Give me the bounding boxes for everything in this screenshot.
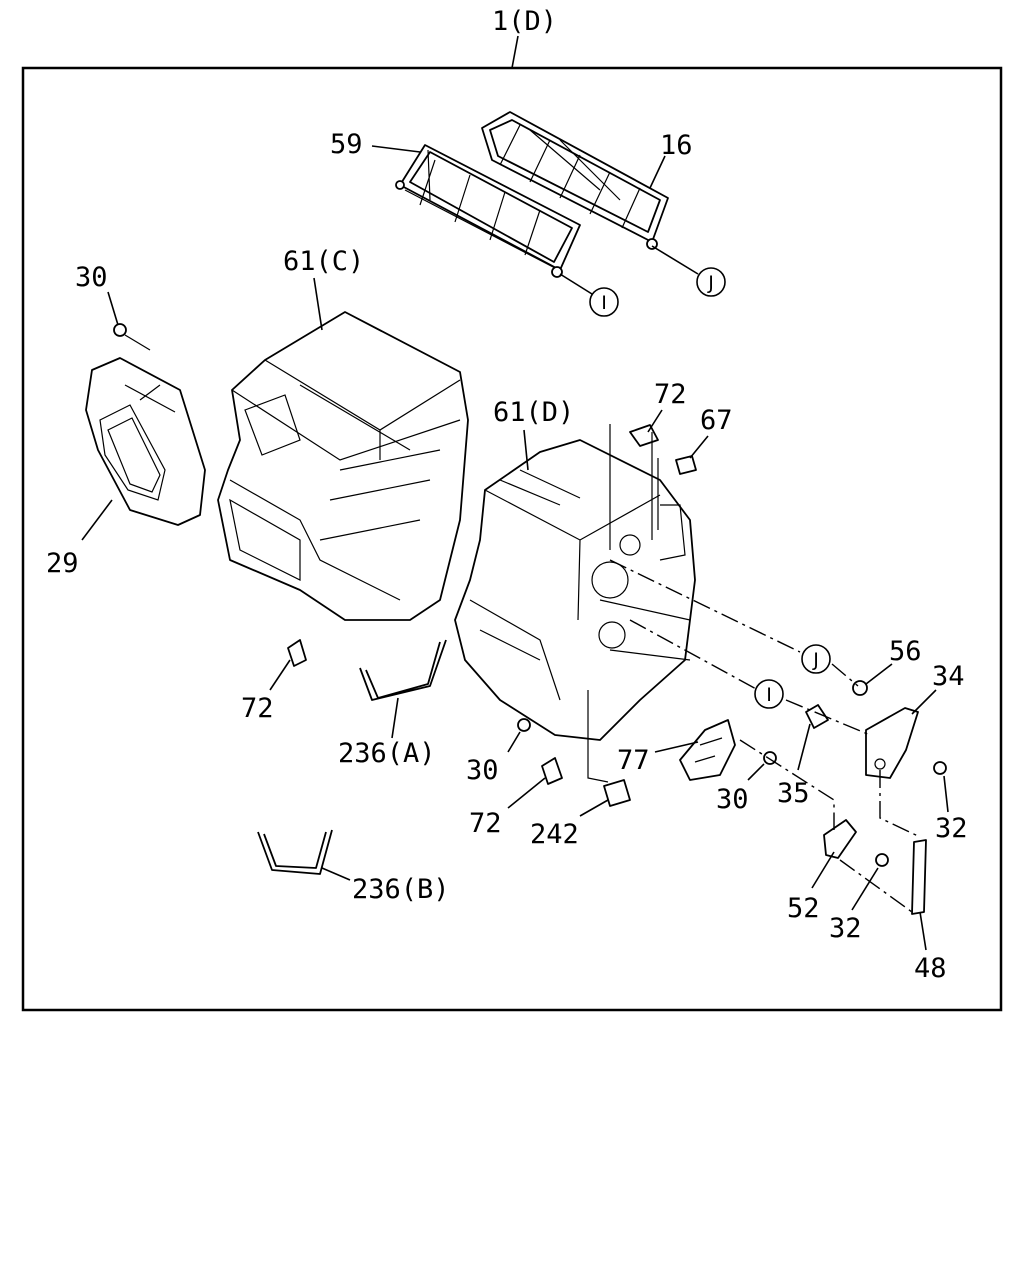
leader-56: [865, 663, 893, 685]
leader-30a: [107, 291, 119, 326]
svg-text:I: I: [601, 292, 607, 314]
label-30-right: 30: [716, 784, 749, 815]
leader-61d: [523, 429, 529, 471]
label-32-right: 32: [935, 813, 968, 844]
ref-marker-i-top: I: [559, 273, 619, 317]
part-242-pad: [603, 779, 631, 807]
guide-line-242: [587, 690, 609, 783]
part-72-clip-left: [287, 639, 307, 667]
part-236a-hose: [359, 639, 447, 701]
leader-236a: [391, 697, 399, 739]
label-77: 77: [617, 745, 650, 776]
label-35: 35: [777, 778, 810, 809]
part-61d-case-right: [454, 439, 696, 741]
align-line-i2: [785, 699, 871, 736]
label-34: 34: [932, 661, 965, 692]
leader-34: [911, 689, 937, 715]
svg-text:J: J: [707, 272, 714, 294]
leader-59: [371, 145, 421, 153]
part-72-clip-bottom: [541, 757, 563, 785]
part-236b-hose: [257, 829, 333, 875]
label-61d: 61(D): [493, 397, 574, 428]
leader-72b: [269, 659, 291, 691]
leader-242: [579, 799, 609, 817]
label-61c: 61(C): [283, 246, 364, 277]
part-34-plate: [865, 707, 919, 779]
label-48: 48: [914, 953, 947, 984]
assembly-title: 1(D): [492, 6, 557, 37]
align-line-48: [879, 770, 919, 837]
align-line-screw: [839, 859, 913, 913]
label-56: 56: [889, 636, 922, 667]
part-56-nut: [852, 680, 868, 696]
leader-32b: [851, 867, 879, 911]
leader-29: [81, 499, 113, 541]
label-72-top: 72: [654, 379, 687, 410]
part-35-lever: [805, 704, 829, 729]
label-72-left: 72: [241, 693, 274, 724]
align-line-j2: [831, 663, 859, 687]
plate-hole: [874, 758, 886, 770]
part-48-rod: [911, 839, 927, 915]
part-32-screw-right: [933, 761, 947, 775]
part-30-screw-middle: [517, 718, 531, 732]
ref-marker-i-right: I: [754, 679, 784, 709]
leader-67: [689, 435, 709, 459]
leader-32a: [943, 775, 949, 813]
label-72-bottom: 72: [469, 808, 502, 839]
diagram-frame: [21, 66, 1003, 1012]
label-59: 59: [330, 129, 363, 160]
label-67: 67: [700, 405, 733, 436]
svg-text:J: J: [812, 649, 819, 671]
part-59-filter-frame: [395, 144, 581, 278]
leader-48: [919, 911, 927, 951]
part-29-cover: [85, 357, 206, 526]
label-30-middle: 30: [466, 755, 499, 786]
label-52: 52: [787, 893, 820, 924]
svg-text:I: I: [766, 684, 772, 706]
part-67-clip: [675, 455, 697, 475]
label-30-top: 30: [75, 262, 108, 293]
leader-72c: [507, 777, 546, 809]
label-236a: 236(A): [338, 738, 436, 769]
leader-236b: [321, 867, 351, 881]
label-32-bottom: 32: [829, 913, 862, 944]
label-236b: 236(B): [352, 874, 450, 905]
part-61c-case-left: [217, 311, 469, 621]
part-77-actuator: [679, 719, 736, 781]
label-16: 16: [660, 130, 693, 161]
leader-35: [797, 723, 811, 771]
title-leader: [511, 35, 519, 69]
align-line-52: [739, 739, 835, 830]
leader-72a: [647, 409, 663, 433]
leader-30c: [747, 763, 765, 781]
leader-30b: [507, 731, 521, 753]
align-line-i: [629, 619, 759, 691]
leader-16: [649, 155, 666, 189]
ref-marker-j-top: J: [651, 245, 726, 297]
part-32-screw-bottom: [875, 853, 889, 867]
align-line-j: [609, 559, 801, 653]
leader-52: [811, 851, 835, 889]
guide-line-72: [609, 424, 659, 550]
label-242: 242: [530, 819, 579, 850]
leader-61c: [313, 277, 323, 331]
part-16-blower-grille: [481, 111, 669, 250]
part-52-bracket: [823, 819, 857, 859]
part-72-clip-top: [629, 424, 659, 447]
ref-marker-j-right: J: [801, 644, 831, 674]
leader-77: [654, 741, 699, 753]
label-29: 29: [46, 548, 79, 579]
part-30-screw-top: [113, 323, 151, 351]
